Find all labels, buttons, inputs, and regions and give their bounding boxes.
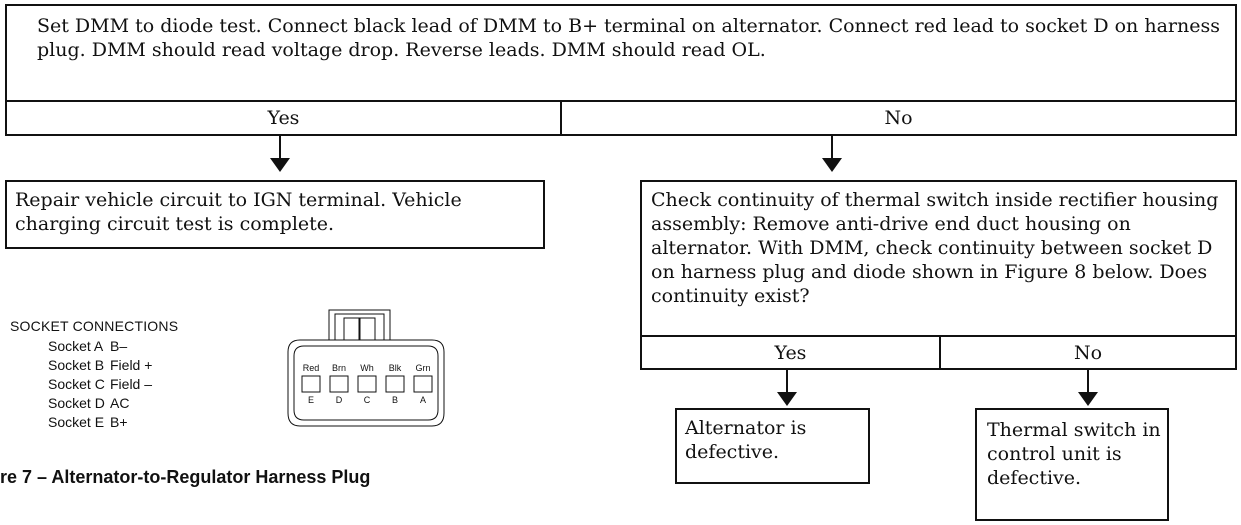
check-continuity-text: Check continuity of thermal switch insid…	[651, 189, 1219, 307]
plug-pin-letter: D	[336, 395, 343, 405]
top-yes-no-row: Yes No	[5, 100, 1237, 136]
figure-caption: re 7 – Alternator-to-Regulator Harness P…	[0, 467, 371, 487]
socket-value: B–	[110, 338, 128, 354]
socket-value: B+	[110, 414, 128, 430]
top-yes-label: Yes	[267, 107, 300, 129]
plug-pin-letter: E	[308, 395, 314, 405]
socket-value: Field +	[110, 357, 153, 373]
plug-pin-socket	[413, 375, 433, 393]
socket-name: Socket C	[48, 376, 105, 392]
socket-name: Socket B	[48, 357, 105, 373]
thermal-switch-defective-box: Thermal switch in control unit is defect…	[975, 408, 1169, 521]
socket-connections-title: SOCKET CONNECTIONS	[10, 318, 179, 334]
socket-value: Field –	[110, 376, 153, 392]
socket-name: Socket A	[48, 338, 104, 354]
top-no-label: No	[560, 102, 1235, 134]
thermal-switch-defective-text: Thermal switch in control unit is defect…	[987, 419, 1161, 489]
socket-name: Socket D	[48, 395, 105, 411]
socket-row: Socket E B+	[48, 414, 128, 430]
plug-pin-socket	[301, 375, 321, 393]
plug-pin-socket	[357, 375, 377, 393]
plug-wire-color-label: Blk	[389, 363, 402, 373]
second-yes-label: Yes	[774, 341, 807, 364]
socket-row: Socket A B–	[48, 338, 127, 354]
plug-pin-socket	[329, 375, 349, 393]
diode-test-instruction-text: Set DMM to diode test. Connect black lea…	[37, 15, 1220, 61]
plug-pin-letter: B	[392, 395, 398, 405]
arrow-yes-second	[777, 370, 797, 406]
diode-test-instruction-box: Set DMM to diode test. Connect black lea…	[5, 4, 1237, 102]
plug-pin-socket	[385, 375, 405, 393]
socket-row: Socket B Field +	[48, 357, 152, 373]
plug-wire-color-label: Wh	[360, 363, 374, 373]
alternator-defective-box: Alternator is defective.	[675, 408, 870, 484]
plug-wire-color-label: Red	[303, 363, 320, 373]
plug-latch-tab-left	[343, 317, 360, 341]
plug-body-outer	[287, 339, 445, 427]
plug-body-inner	[293, 345, 439, 421]
repair-circuit-box: Repair vehicle circuit to IGN terminal. …	[5, 180, 545, 249]
second-yes-no-row: Yes No	[640, 335, 1237, 370]
plug-pin-letter: C	[364, 395, 371, 405]
arrow-no-second	[1078, 370, 1098, 406]
alternator-defective-text: Alternator is defective.	[685, 417, 807, 463]
second-no-label: No	[939, 337, 1235, 368]
socket-row: Socket C Field –	[48, 376, 152, 392]
plug-pin-letter: A	[420, 395, 426, 405]
socket-value: AC	[110, 395, 130, 411]
socket-name: Socket E	[48, 414, 105, 430]
socket-row: Socket D AC	[48, 395, 129, 411]
plug-latch-tab-right	[359, 317, 376, 341]
arrow-no-top	[822, 136, 842, 172]
plug-wire-color-label: Brn	[332, 363, 346, 373]
check-continuity-box: Check continuity of thermal switch insid…	[640, 180, 1237, 337]
arrow-yes-top	[270, 136, 290, 172]
repair-circuit-text: Repair vehicle circuit to IGN terminal. …	[15, 189, 462, 235]
plug-wire-color-label: Grn	[415, 363, 430, 373]
